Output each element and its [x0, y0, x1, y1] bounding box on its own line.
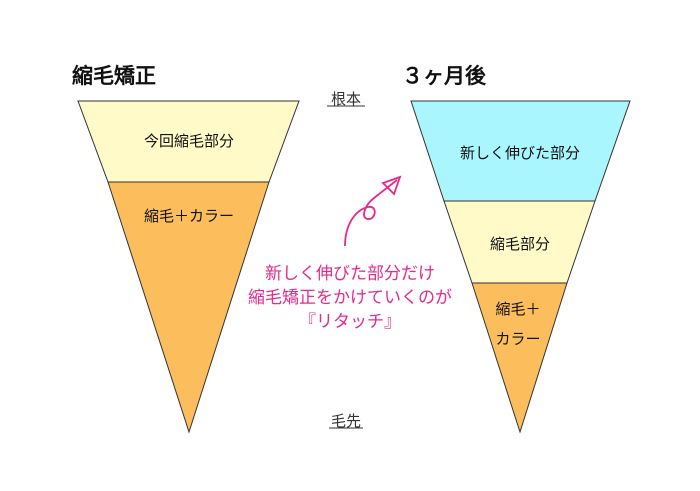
right-title: ３ヶ月後 [402, 64, 486, 88]
left-band-bottom [107, 181, 270, 434]
left-band-bottom-label: 縮毛＋カラー [143, 207, 235, 225]
note-line-2: 縮毛矯正をかけていくのが [248, 288, 452, 308]
right-band-bottom-label-2: カラー [495, 330, 541, 348]
note-line-3: 『リタッチ』 [299, 312, 401, 332]
right-band-middle-label: 縮毛部分 [489, 235, 551, 253]
right-band-bottom [471, 282, 568, 434]
retouch-note: 新しく伸びた部分だけ 縮毛矯正をかけていくのが 『リタッチ』 [248, 262, 452, 334]
tip-label: 毛先 [330, 412, 362, 430]
arrowhead-icon [381, 175, 402, 196]
note-line-1: 新しく伸びた部分だけ [265, 264, 435, 284]
root-label: 根本 [330, 90, 362, 108]
left-band-top-label: 今回縮毛部分 [143, 132, 235, 150]
right-band-bottom-label-1: 縮毛＋ [495, 300, 541, 318]
right-band-top-label: 新しく伸びた部分 [459, 144, 581, 162]
curved-arrow-icon [344, 179, 398, 247]
left-title: 縮毛矯正 [72, 64, 156, 88]
